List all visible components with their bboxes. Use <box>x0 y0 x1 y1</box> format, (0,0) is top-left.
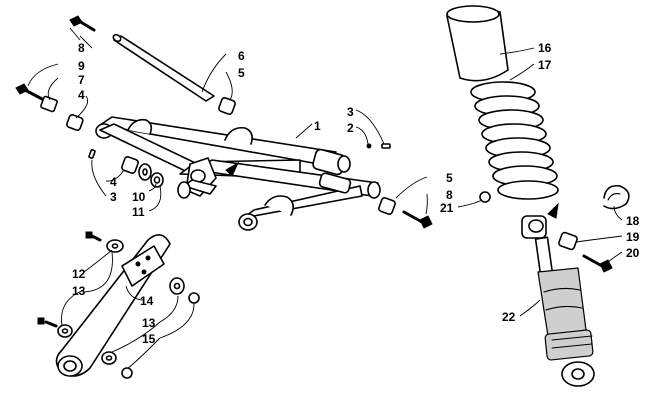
callout-13-lower: 13 <box>142 316 156 330</box>
callout-15: 15 <box>142 332 156 346</box>
direction-arrow-shock <box>547 202 559 219</box>
bolt-part-8-top <box>69 15 96 32</box>
washer-part-13-lower <box>101 351 117 365</box>
spacer-part-4-lower <box>121 156 139 174</box>
nut-part-15-lower <box>121 367 133 379</box>
callout-20: 20 <box>626 246 640 260</box>
spacer-part-4-upper <box>66 114 84 131</box>
bolt-part-12-lower <box>37 317 58 328</box>
shock-absorber-part-22 <box>521 215 595 387</box>
washer-part-13-upper <box>106 239 124 253</box>
callout-12: 12 <box>72 267 86 281</box>
callout-9: 9 <box>78 59 85 73</box>
shaft-part-6 <box>112 33 215 102</box>
bolt-part-12-upper <box>85 231 102 242</box>
bolt-part-20 <box>582 254 613 273</box>
callout-4-upper: 4 <box>78 88 85 102</box>
retainer-part-18 <box>603 184 630 210</box>
callout-17: 17 <box>538 58 552 72</box>
callout-2: 2 <box>347 121 354 135</box>
link-arm-part-14 <box>55 234 171 377</box>
pin-part-3-lower <box>88 149 96 159</box>
callout-19: 19 <box>626 230 640 244</box>
callout-5-upper: 5 <box>238 66 245 80</box>
washer-part-13-right <box>169 277 185 295</box>
bushing-part-7 <box>40 95 58 113</box>
washer-part-10 <box>138 163 152 181</box>
bushing-part-5-lower <box>378 197 396 215</box>
callout-18: 18 <box>626 214 640 228</box>
leader-lines <box>27 27 623 369</box>
callout-13-upper: 13 <box>72 284 86 298</box>
spring-part-17 <box>470 81 559 200</box>
callout-5-lower: 5 <box>446 171 453 185</box>
nut-part-15-upper <box>188 292 200 304</box>
bushing-part-5-upper <box>218 97 236 115</box>
callout-14: 14 <box>140 294 154 308</box>
callout-3-lower: 3 <box>110 190 117 204</box>
callout-7: 7 <box>78 73 85 87</box>
callout-8-lower: 8 <box>446 188 453 202</box>
swing-arm-frame-part-1 <box>95 116 381 231</box>
callout-1: 1 <box>314 119 321 133</box>
callout-6: 6 <box>238 49 245 63</box>
pin-part-3-upper <box>381 143 391 149</box>
callout-10: 10 <box>132 190 146 204</box>
nut-part-11 <box>150 172 164 188</box>
bushing-part-19 <box>558 231 578 251</box>
nut-part-21 <box>479 191 491 203</box>
callout-4-lower: 4 <box>110 175 117 189</box>
callout-22: 22 <box>502 310 516 324</box>
callout-16: 16 <box>538 41 552 55</box>
spring-stop-part-16 <box>446 5 509 82</box>
direction-arrow-frame <box>225 161 240 177</box>
callout-11: 11 <box>132 205 145 219</box>
callout-labels: 8 9 7 4 6 5 1 3 2 4 3 10 11 5 8 21 16 17… <box>72 41 640 346</box>
grease-fitting-part-2 <box>366 143 372 149</box>
callout-3-upper: 3 <box>347 105 354 119</box>
bolt-part-9 <box>15 83 46 102</box>
callout-8-top: 8 <box>78 41 85 55</box>
callout-21: 21 <box>440 201 454 215</box>
bolt-part-8-lower <box>402 210 433 229</box>
washer-part-13-lower-left <box>57 324 73 338</box>
